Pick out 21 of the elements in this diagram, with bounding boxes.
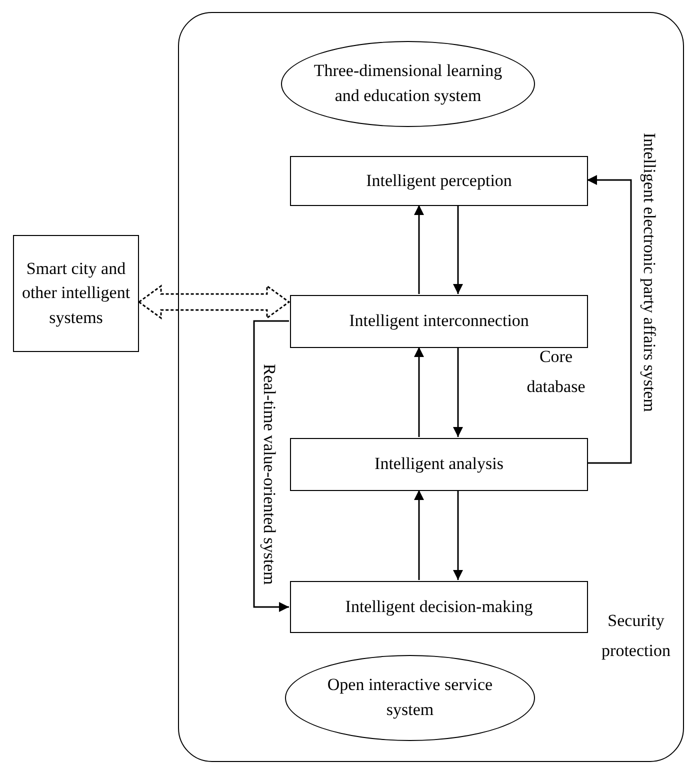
double-block-arrow <box>138 284 290 320</box>
arrow <box>453 205 463 294</box>
system-ellipse: Open interactive service system <box>285 655 535 741</box>
vertical-label: Intelligent electronic party affairs system <box>638 132 660 412</box>
arrow <box>253 320 289 612</box>
process-box: Intelligent decision-making <box>290 581 588 633</box>
vertical-label: Real-time value-oriented system <box>258 363 280 584</box>
arrow <box>453 490 463 580</box>
system-ellipse: Three-dimensional learning and education system <box>281 41 535 127</box>
process-box: Intelligent perception <box>290 156 588 206</box>
arrow <box>587 175 632 464</box>
arrow <box>414 490 424 580</box>
arrow <box>453 347 463 437</box>
note-label: Security protection <box>600 610 672 662</box>
note-label: Core database <box>526 346 586 398</box>
arrow <box>414 205 424 294</box>
process-box: Intelligent analysis <box>290 438 588 491</box>
arrow <box>414 347 424 437</box>
system-frame <box>178 12 684 762</box>
process-box: Smart city and other intelligent systems <box>13 235 139 352</box>
process-box: Intelligent interconnection <box>290 295 588 348</box>
